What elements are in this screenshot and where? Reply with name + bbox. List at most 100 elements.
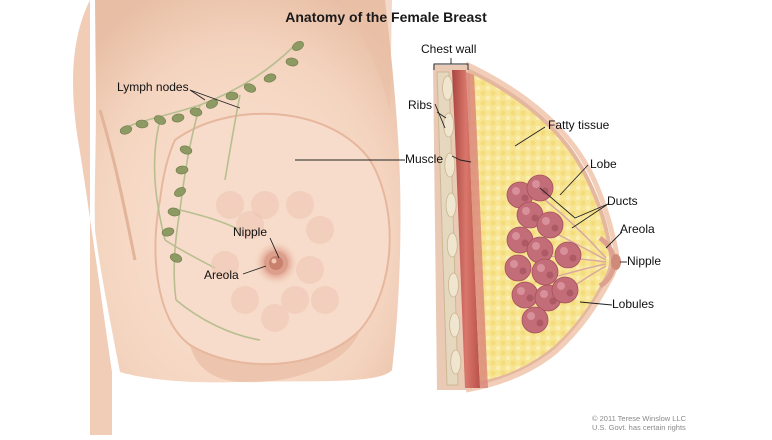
side-view	[433, 61, 621, 393]
rib-cross-section	[445, 192, 457, 218]
lobule	[527, 312, 535, 320]
lobule	[526, 294, 534, 302]
gland-lobule	[274, 306, 288, 320]
gland-lobule	[324, 288, 338, 302]
lobe	[511, 281, 539, 309]
gland-lobule	[319, 218, 333, 232]
label-areola-front: Areola	[204, 268, 239, 282]
lymph-node	[119, 125, 133, 135]
front-view	[73, 0, 401, 435]
lobule	[522, 207, 530, 215]
lymph-node	[175, 165, 189, 175]
gland-lobule	[244, 288, 258, 302]
label-nipple-side: Nipple	[627, 254, 662, 268]
lymph-node	[174, 187, 186, 197]
muscle-band	[452, 70, 480, 388]
lobule	[512, 187, 520, 195]
label-areola-side: Areola	[620, 222, 655, 236]
lobule	[549, 297, 557, 305]
lobule	[536, 319, 544, 327]
lymph-node	[225, 91, 239, 101]
lymph-node	[171, 113, 185, 123]
lobe	[551, 276, 579, 304]
lymph-node	[179, 145, 193, 155]
leader-lines	[189, 58, 627, 306]
lobe-group	[504, 174, 582, 334]
label-lobe: Lobe	[590, 157, 617, 171]
lymph-node	[292, 41, 304, 51]
label-lobules: Lobules	[612, 297, 655, 311]
gland-lobule	[299, 193, 313, 207]
rib-cross-section	[444, 152, 456, 178]
lymph-node	[135, 119, 149, 129]
lymph-node	[285, 57, 299, 67]
lobule	[546, 271, 554, 279]
diagram-title: Anatomy of the Female Breast	[285, 9, 487, 25]
lobe	[526, 236, 554, 264]
lobule	[531, 214, 539, 222]
lobule	[551, 224, 559, 232]
lymph-node	[154, 115, 166, 125]
gland-lobule	[229, 193, 243, 207]
lobule	[540, 290, 548, 298]
gland-lobule	[309, 258, 323, 272]
muscle-band-inner	[466, 72, 488, 388]
rib-cross-section	[449, 312, 461, 338]
copyright-line-1: © 2011 Terese Winslow LLC	[592, 414, 687, 423]
label-ribs: Ribs	[408, 98, 433, 112]
nipple-highlight	[271, 258, 277, 264]
lymph-node	[161, 227, 175, 237]
lymph-node	[167, 207, 181, 217]
label-chest-wall: Chest wall	[421, 42, 477, 56]
copyright-notice: © 2011 Terese Winslow LLC U.S. Govt. has…	[592, 414, 686, 432]
lymph-node-group	[119, 41, 304, 263]
nipple-front	[269, 256, 283, 270]
gland-lobule	[294, 288, 308, 302]
lobule	[532, 242, 540, 250]
lobule	[541, 187, 549, 195]
lobule	[557, 282, 565, 290]
lymph-node	[206, 99, 218, 109]
lobule	[569, 254, 577, 262]
label-ducts: Ducts	[607, 194, 638, 208]
label-nipple-front: Nipple	[233, 225, 268, 239]
label-lymph-nodes: Lymph nodes	[117, 80, 189, 94]
nipple-side	[611, 254, 621, 270]
lymph-node	[189, 107, 203, 117]
rib-cross-section	[450, 349, 462, 375]
lobule	[519, 267, 527, 275]
lobule	[541, 249, 549, 257]
lymph-node	[169, 253, 183, 263]
rib-cross-section	[446, 232, 458, 258]
lobule	[512, 232, 520, 240]
lymph-node	[263, 73, 277, 83]
lobule	[517, 287, 525, 295]
lobule	[532, 180, 540, 188]
lobule	[566, 289, 574, 297]
lobe	[521, 306, 549, 334]
front-gland-group	[211, 191, 339, 332]
shoulder-shadow	[340, 0, 392, 110]
lobule	[510, 260, 518, 268]
gland-lobule	[264, 193, 278, 207]
arm-crease	[98, 109, 137, 261]
rib-cross-section	[442, 75, 453, 101]
rib-group	[442, 75, 462, 375]
arm	[73, 0, 112, 435]
lobule	[521, 194, 529, 202]
rib-column	[436, 71, 459, 386]
lobe	[504, 254, 532, 282]
lymph-node	[243, 83, 257, 93]
lobule	[542, 217, 550, 225]
lobule	[521, 239, 529, 247]
breast-underside	[190, 330, 360, 383]
lobe	[554, 241, 582, 269]
rib-cross-section	[448, 272, 459, 298]
lobule	[537, 264, 545, 272]
lobe	[531, 258, 559, 286]
label-fatty-tissue: Fatty tissue	[548, 118, 610, 132]
lobule	[560, 247, 568, 255]
lobe	[536, 211, 564, 239]
